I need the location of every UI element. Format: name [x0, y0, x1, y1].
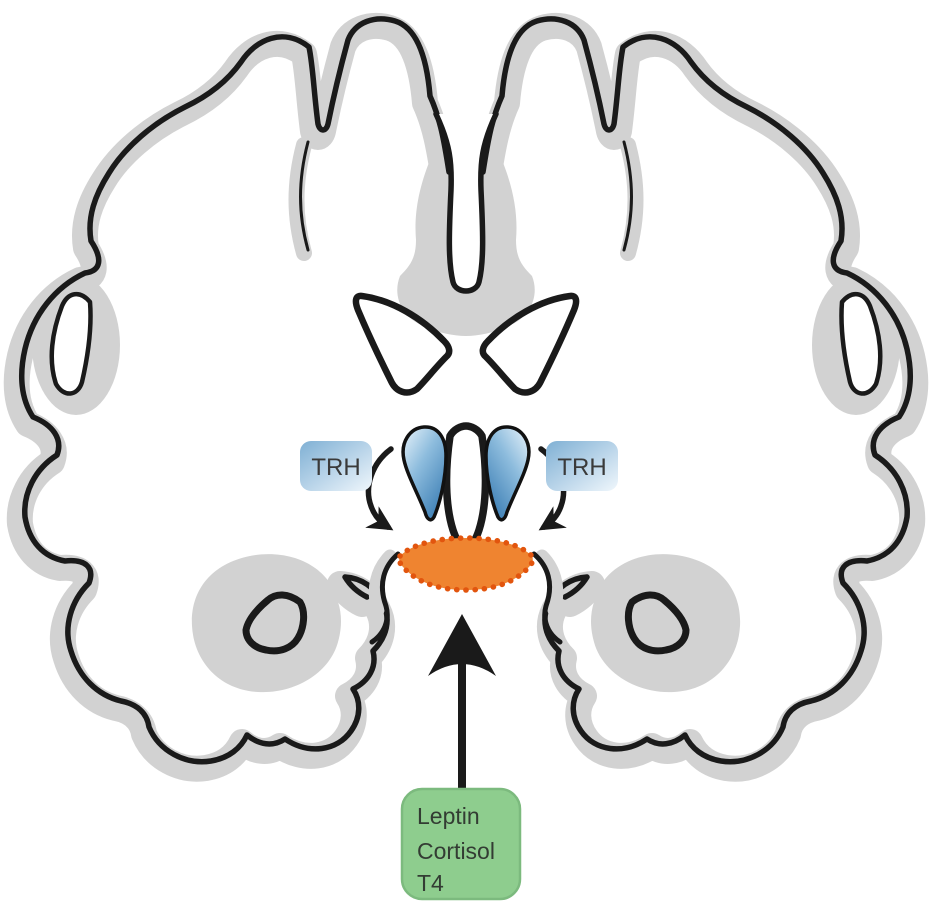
signal-line-cortisol: Cortisol: [417, 838, 495, 864]
trh-arrow-left: [365, 446, 394, 531]
longitudinal-fissure-outline: [433, 111, 499, 294]
temporal-gray-right: [591, 554, 741, 693]
signal-line-t4: T4: [417, 870, 444, 896]
trh-box-left: [300, 441, 372, 491]
signal-arrow-head: [428, 614, 496, 676]
trh-label-right: TRH: [546, 441, 618, 491]
signal-box-bg: [400, 787, 522, 901]
paraventricular-nucleus-right: [484, 425, 531, 522]
signal-line-leptin: Leptin: [417, 803, 480, 829]
trh-text-left: TRH: [311, 454, 360, 481]
third-ventricle: [442, 422, 490, 551]
temporal-gray-left: [191, 554, 341, 693]
median-eminence: [396, 535, 536, 593]
trh-text-right: TRH: [557, 454, 606, 481]
hemisphere-right: [483, 19, 915, 769]
trh-label-left: TRH: [300, 441, 372, 491]
signal-arrow: [428, 614, 496, 792]
signal-box: Leptin Cortisol T4: [400, 787, 522, 901]
paraventricular-nucleus-left: [401, 425, 448, 522]
hemisphere-left: [17, 19, 449, 769]
trh-box-right: [546, 441, 618, 491]
